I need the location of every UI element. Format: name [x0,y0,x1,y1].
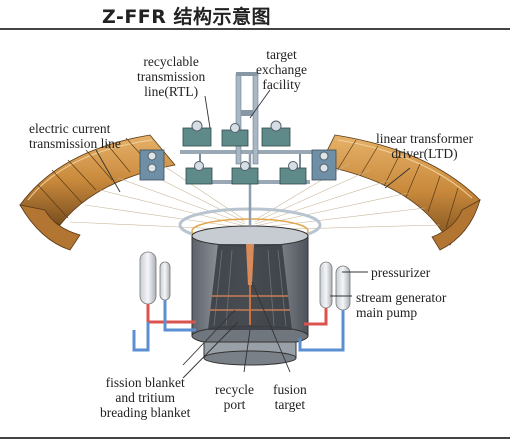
target-exchange-mast [235,72,259,165]
label-electric-current-transmission-line: electric current transmission line [29,121,121,151]
ltd-ring-right [319,134,481,251]
label-linear-transformer-driver: linear transformer driver(LTD) [376,131,474,161]
label-target-exchange-facility: target exchange facility [256,47,307,92]
bottom-divider [0,437,510,439]
label-fission-blanket: fission blanket and tritium breading bla… [100,375,191,420]
rtl-modules [139,120,337,185]
leader-lines [95,89,411,379]
title-divider [0,28,510,30]
label-steam-generator-main-pump: stream generator main pump [356,290,447,320]
left-coolant-loop [132,251,196,352]
reactor-vessel [191,225,309,366]
label-fusion-target: fusion target [273,382,307,412]
diagram-title: Z-FFR 结构示意图 [102,6,272,28]
label-recyclable-rtl: recyclable transmission line(RTL) [137,54,206,99]
label-pressurizer: pressurizer [371,265,431,280]
right-coolant-loop [298,261,351,352]
ltd-ring-left [19,134,176,251]
label-recycle-port: recycle port [215,382,254,412]
